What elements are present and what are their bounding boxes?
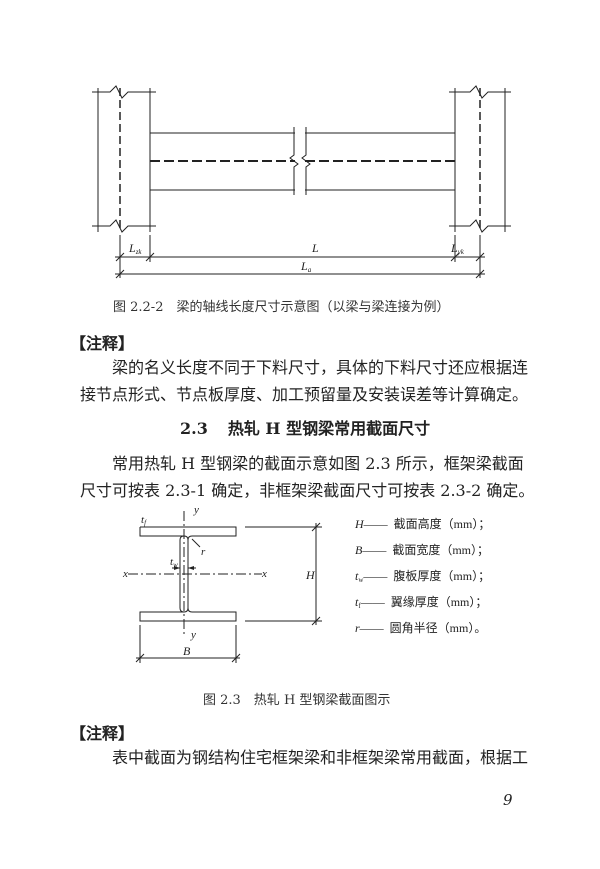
note-heading: 【注释】 xyxy=(70,724,135,743)
h-dimension-label: H xyxy=(305,568,316,582)
legend-item-tf: tf——翼缘厚度（mm）； xyxy=(355,594,487,610)
symbol-legend: H——截面高度（mm）； B——截面宽度（mm）； tw——腹板厚度（mm）； … xyxy=(354,516,490,635)
tf-label: tf xyxy=(141,514,147,527)
note-body: 表中截面为钢结构住宅框架梁和非框架梁常用截面，根据工 xyxy=(80,744,560,771)
figure-caption-2-3: 图 2.3 热轧 H 型钢梁截面图示 xyxy=(203,693,391,708)
dim-label-lzk: Lzk xyxy=(128,241,142,256)
r-label: r xyxy=(201,546,206,558)
section-paragraph: 常用热轧 H 型钢梁的截面示意如图 2.3 所示，框架梁截面 尺寸可按表 2.3… xyxy=(80,450,560,504)
note-line: 表中截面为钢结构住宅框架梁和非框架梁常用截面，根据工 xyxy=(112,748,529,767)
note-heading: 【注释】 xyxy=(70,334,135,353)
legend-item-tw: tw——腹板厚度（mm）； xyxy=(355,568,490,584)
tw-label: tw xyxy=(170,556,178,569)
y-axis-label-top: y xyxy=(193,504,199,516)
section-number: 2.3 xyxy=(180,419,208,438)
dim-label-lyk: Lyk xyxy=(450,241,465,256)
h-section-diagram: y y x x tf tw r H B H——截面高度（mm）； B——截面宽度… xyxy=(122,504,490,663)
paragraph-line: 常用热轧 H 型钢梁的截面示意如图 2.3 所示，框架梁截面 xyxy=(112,454,524,473)
page-number: 9 xyxy=(503,791,513,809)
dim-label-la: La xyxy=(300,259,312,274)
y-axis-label-bottom: y xyxy=(190,629,196,641)
section-heading: 2.3 热轧 H 型钢梁常用截面尺寸 xyxy=(180,415,430,439)
dim-label-l: L xyxy=(311,241,319,255)
x-axis-label-left: x xyxy=(122,568,128,580)
beam-axis-length-diagram: Lzk L Lyk La xyxy=(92,85,511,279)
note-line: 梁的名义长度不同于下料尺寸，具体的下料尺寸还应根据连 xyxy=(112,358,529,377)
section-title: 热轧 H 型钢梁常用截面尺寸 xyxy=(227,419,431,438)
note-body: 梁的名义长度不同于下料尺寸，具体的下料尺寸还应根据连 接节点形式、节点板厚度、加… xyxy=(80,354,560,408)
figure-caption-2-2-2: 图 2.2-2 梁的轴线长度尺寸示意图（以梁与梁连接为例） xyxy=(113,300,450,315)
legend-item-b: B——截面宽度（mm）； xyxy=(355,542,489,557)
legend-item-r: r——圆角半径（mm）。 xyxy=(355,621,486,635)
b-dimension-label: B xyxy=(183,644,191,658)
x-axis-label-right: x xyxy=(261,568,267,580)
paragraph-line: 尺寸可按表 2.3-1 确定，非框架梁截面尺寸可按表 2.3-2 确定。 xyxy=(80,481,535,500)
legend-item-h: H——截面高度（mm）； xyxy=(354,516,490,531)
note-line: 接节点形式、节点板厚度、加工预留量及安装误差等计算确定。 xyxy=(80,385,529,404)
